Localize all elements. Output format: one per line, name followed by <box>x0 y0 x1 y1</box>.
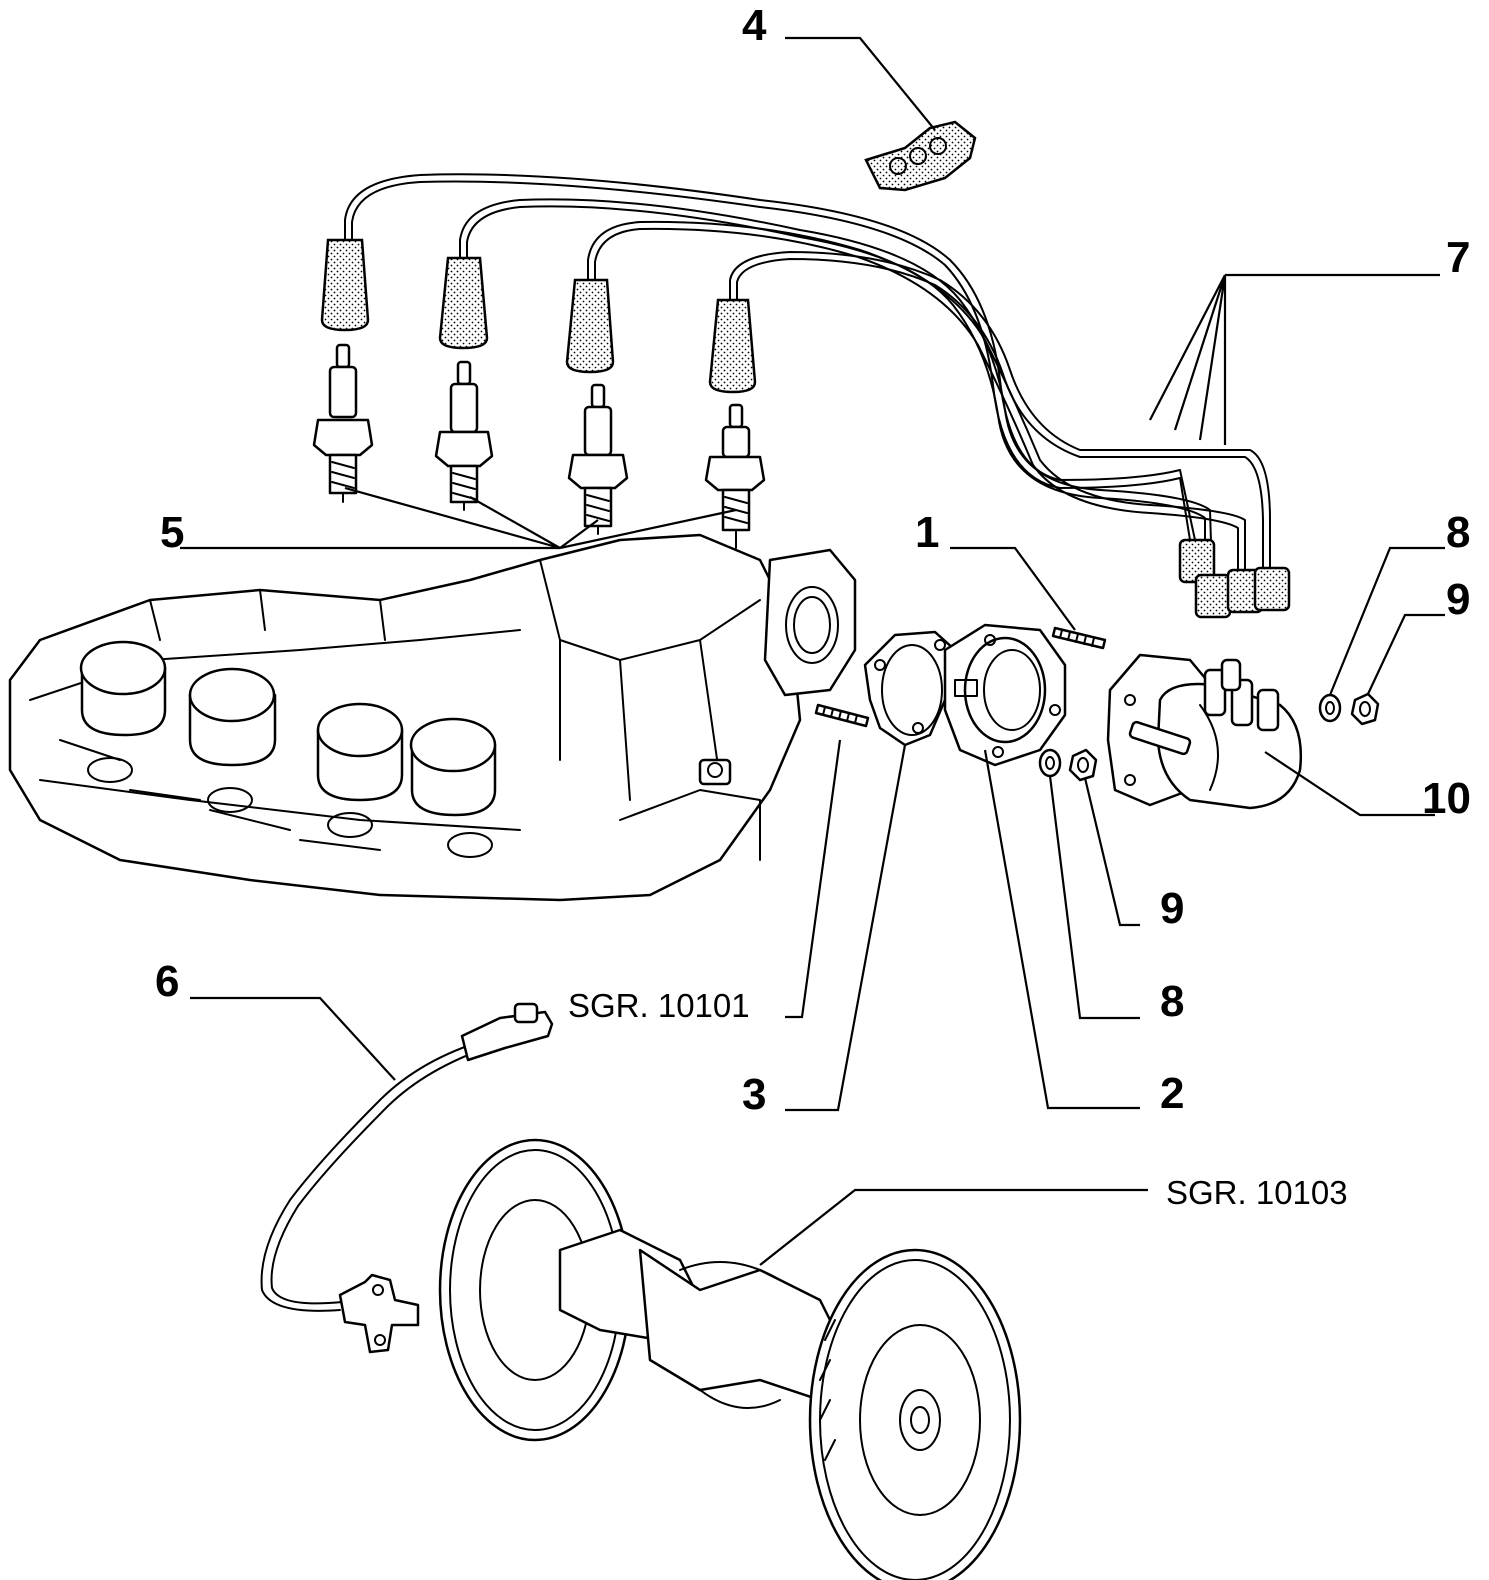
leader-sgr-10103 <box>760 1190 1148 1265</box>
lead-end-4 <box>1255 568 1289 610</box>
callout-2: 2 <box>1160 1069 1185 1118</box>
callout-9-top: 9 <box>1446 575 1471 624</box>
cylinder-head <box>10 535 855 900</box>
tappet-bucket-1 <box>81 642 165 735</box>
leader-5 <box>180 488 736 548</box>
leader-10 <box>1265 752 1435 815</box>
reference-sgr-10101: SGR. 10101 <box>568 987 750 1024</box>
spark-plug-2 <box>436 362 492 510</box>
callout-8-top: 8 <box>1446 508 1471 557</box>
callout-1: 1 <box>915 508 940 557</box>
leader-sgr-10101 <box>785 740 840 1017</box>
lead-boot-3 <box>567 280 613 372</box>
lead-clip <box>866 122 975 190</box>
ignition-leads <box>322 174 1289 617</box>
leader-8-bottom <box>1050 776 1140 1018</box>
washer-8-upper <box>1320 695 1340 721</box>
reference-sgr-10103: SGR. 10103 <box>1166 1174 1348 1211</box>
stud-3 <box>816 705 868 726</box>
callout-5: 5 <box>160 508 185 557</box>
crankshaft <box>440 1140 1020 1580</box>
callout-10: 10 <box>1422 774 1471 823</box>
tappet-bucket-3 <box>318 704 402 800</box>
spark-plug-3 <box>569 385 627 534</box>
leader-9-bottom <box>1085 778 1140 925</box>
callout-6: 6 <box>155 957 180 1006</box>
distributor-flange-2 <box>945 625 1065 765</box>
lead-boot-1 <box>322 240 368 330</box>
leader-9-top <box>1368 615 1445 694</box>
tappet-bucket-4 <box>411 719 495 815</box>
stud-1 <box>1053 628 1105 648</box>
spark-plugs <box>314 345 764 548</box>
leader-3 <box>785 745 905 1110</box>
leader-7 <box>1150 275 1440 445</box>
distributor-10 <box>1108 655 1301 808</box>
washer-8-lower <box>1040 750 1060 776</box>
callout-8-bottom: 8 <box>1160 977 1185 1026</box>
callout-3: 3 <box>742 1070 767 1119</box>
spark-plug-1 <box>314 345 372 502</box>
tappet-bucket-2 <box>190 669 275 765</box>
nut-9-lower <box>1070 750 1096 780</box>
leader-2 <box>985 750 1140 1108</box>
gasket-3 <box>865 632 955 745</box>
leader-4 <box>785 38 935 130</box>
leader-lines <box>180 38 1445 1265</box>
crankshaft-sensor <box>262 1004 552 1352</box>
leader-8-top <box>1330 548 1445 695</box>
nut-9-upper <box>1352 694 1378 724</box>
spark-plug-4 <box>706 405 764 548</box>
leader-1 <box>950 548 1075 630</box>
lead-end-2 <box>1196 575 1230 617</box>
callout-4: 4 <box>742 1 767 50</box>
leader-6 <box>190 998 395 1080</box>
lead-boot-2 <box>440 258 487 348</box>
lead-boot-4 <box>710 300 755 392</box>
callout-9-bottom: 9 <box>1160 884 1185 933</box>
distributor-assembly <box>816 625 1378 808</box>
callout-7: 7 <box>1446 233 1471 282</box>
